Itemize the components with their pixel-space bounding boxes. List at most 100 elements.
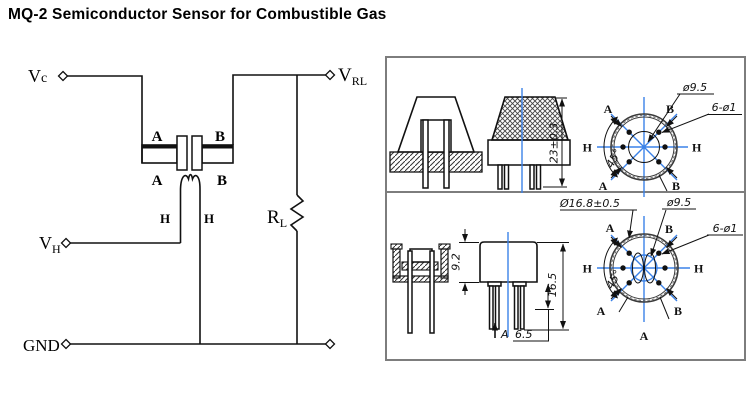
rl-label: RL [267,207,287,230]
shell-wall [440,248,449,279]
inner-element [409,248,433,263]
leader [661,113,710,133]
sensor-symbol [141,135,234,190]
terminal-diamond-gnd-right [324,338,336,350]
structure-b-bottom-view: 45° H H A B A B A Ø16.8±0.5 ø9.5 6-ø1 [559,196,743,343]
vrl-label: VRL [338,65,367,88]
pin [513,285,519,330]
structure-b-side-view [390,243,451,334]
pin-a-bottom-label: A [599,179,608,193]
body-height-dim: 9.2 [450,253,463,271]
sensor-plate-right [191,135,203,171]
pin-h-left-label: H [583,141,593,155]
inner-ring [612,236,676,300]
pin [529,164,535,190]
pin-b-bottom-label: B [674,304,682,318]
base-plate [389,151,483,173]
electrode-b-bottom-label: B [217,173,227,189]
pin-h-left-label: H [583,262,593,276]
mesh-cap [490,96,570,141]
angle-arc [603,239,617,297]
pin [407,250,413,334]
leader [647,93,681,143]
wire-vc [67,75,143,163]
knurl-ring [611,235,677,301]
body-diameter-label: Ø16.8±0.5 [559,197,620,210]
pin-b-top-label: B [665,222,673,236]
outer-ring [610,113,678,181]
axis-arrows [610,236,678,320]
pin-shoulder [512,281,527,287]
terminal-diamond-gnd-left [60,338,72,350]
arc-arrow [610,290,618,299]
heater-h-right-label: H [204,211,214,226]
circuit-schematic: Vc VRL VH GND RL A B A B H H [23,65,367,355]
structure-panels: 23±0.3 45° H [385,56,746,361]
electrode-b-top-label: B [215,129,225,145]
sensor-base [487,139,571,166]
dim-leader [513,309,549,342]
terminal-diamond-vc [57,70,69,82]
pin-length-dim: 6.5 [515,328,533,341]
arc-arrow [610,116,618,125]
height-dim-label: 23±0.3 [548,123,561,164]
sensor-plate-left [176,135,188,171]
pin [519,285,525,330]
pin-a-top-label: A [606,221,615,235]
pin [494,285,500,330]
knurl-ring [612,115,676,179]
electrode-a-bottom-label: A [152,173,163,189]
page-title: MQ-2 Semiconductor Sensor for Combustibl… [8,6,387,23]
pin-shoulder [487,281,502,287]
pin-b-bottom-label: B [672,179,680,193]
cap-circle [630,254,658,282]
axis-arrows [610,115,678,192]
structure-a-side-view [389,96,483,189]
inner-ring [613,116,675,178]
sensor-body [479,241,538,283]
cap-diameter-label: ø9.5 [682,81,707,94]
pin-a-top-label: A [604,102,613,116]
shell-hook [438,243,451,250]
pin [497,164,503,190]
pin-spec-label: 6-ø1 [713,222,738,235]
shell-bottom [392,275,449,283]
angle-arc [603,118,617,176]
shell-hook [390,243,403,250]
vh-label: VH [39,233,61,256]
structure-b-body-view: 9.2 16.5 A 6.5 [450,229,569,342]
pin-dots [620,129,668,165]
terminal-diamond-vrl [324,69,336,81]
extension-lines [524,242,569,331]
pin-a-bottom-label: A [597,304,606,318]
pin [535,164,542,190]
terminal-diamond-vh [60,237,72,249]
extension-lines [543,97,567,188]
pin [422,119,429,189]
circuit-wires [67,74,326,345]
vc-label: Vc [28,66,47,86]
pin [488,285,494,330]
leader [661,234,710,255]
heater-h-left-label: H [160,211,170,226]
load-resistor-symbol [289,194,305,232]
extension-lines [459,242,479,283]
wire-vrl [232,74,326,145]
arc-arrow [610,169,618,178]
pin [503,164,510,190]
pin-h-right-label: H [692,141,702,155]
heater-lens [644,252,656,284]
structure-a-bottom-view: 45° H H A B A B ø9.5 6-ø1 [583,81,742,197]
axes [597,97,688,197]
heater-lens [632,252,644,284]
axis-a-label: A [640,329,649,343]
pin [443,119,450,189]
pin-dots [620,250,668,286]
gnd-label: GND [23,336,60,355]
cap-circle [628,131,660,163]
pin-spec-label: 6-ø1 [712,101,737,114]
arc-arrow [610,237,618,246]
pin [429,250,435,334]
shell-wall [392,248,401,279]
